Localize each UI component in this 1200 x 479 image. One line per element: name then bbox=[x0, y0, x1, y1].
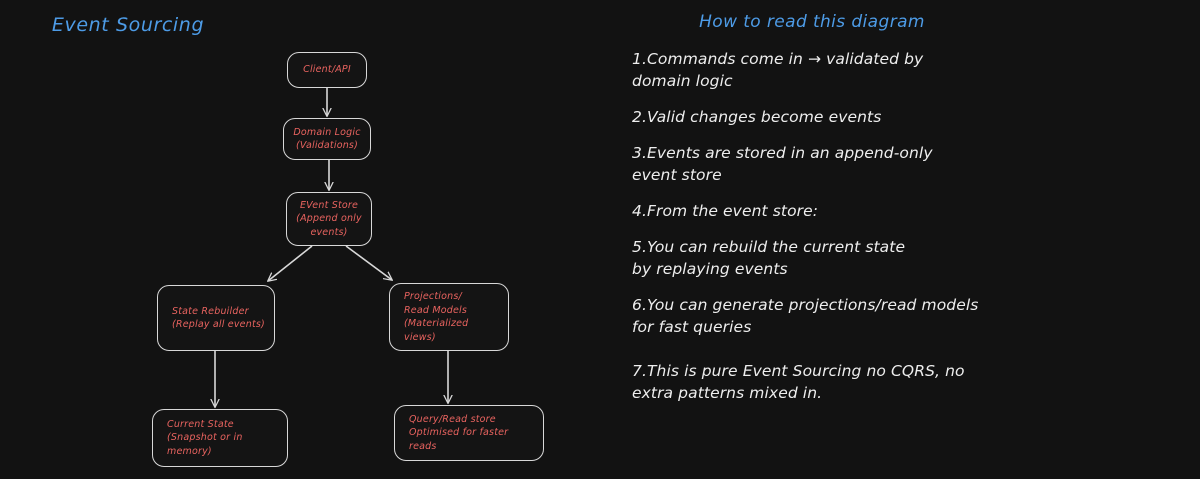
event-sourcing-diagram: Event Sourcing bbox=[0, 14, 600, 467]
diagram-title: Event Sourcing bbox=[0, 14, 600, 36]
edge-eventstore-to-projection bbox=[345, 245, 392, 280]
note-item-1: 1.Commands come in → validated by domain… bbox=[632, 50, 924, 90]
node-current-state[interactable]: Current State (Snapshot or in memory) bbox=[152, 409, 288, 467]
notes-panel: How to read this diagram 1.Commands come… bbox=[600, 0, 1200, 479]
node-projections-read-models[interactable]: Projections/ Read Models (Materialized v… bbox=[389, 283, 509, 351]
edge-eventstore-to-rebuilder bbox=[268, 245, 313, 281]
notes-list: 1.Commands come in → validated by domain… bbox=[632, 48, 1162, 418]
note-item-3: 3.Events are stored in an append-only ev… bbox=[632, 144, 933, 184]
notes-title: How to read this diagram bbox=[600, 12, 1200, 32]
diagram-title-text: Event Sourcing bbox=[51, 14, 205, 36]
note-item-2: 2.Valid changes become events bbox=[632, 108, 882, 126]
node-query-read-store[interactable]: Query/Read store Optimised for faster re… bbox=[394, 405, 544, 461]
node-state-rebuilder[interactable]: State Rebuilder (Replay all events) bbox=[157, 285, 275, 351]
note-item-6: 6.You can generate projections/read mode… bbox=[632, 296, 979, 336]
node-domain-logic[interactable]: Domain Logic (Validations) bbox=[283, 118, 371, 160]
note-item-4: 4.From the event store: bbox=[632, 202, 819, 220]
note-item-7: 7.This is pure Event Sourcing no CQRS, n… bbox=[632, 362, 965, 402]
notes-title-text: How to read this diagram bbox=[699, 12, 925, 32]
node-client-api[interactable]: Client/API bbox=[287, 52, 367, 88]
note-item-5: 5.You can rebuild the current state by r… bbox=[632, 238, 906, 278]
node-event-store[interactable]: EVent Store (Append only events) bbox=[286, 192, 372, 246]
